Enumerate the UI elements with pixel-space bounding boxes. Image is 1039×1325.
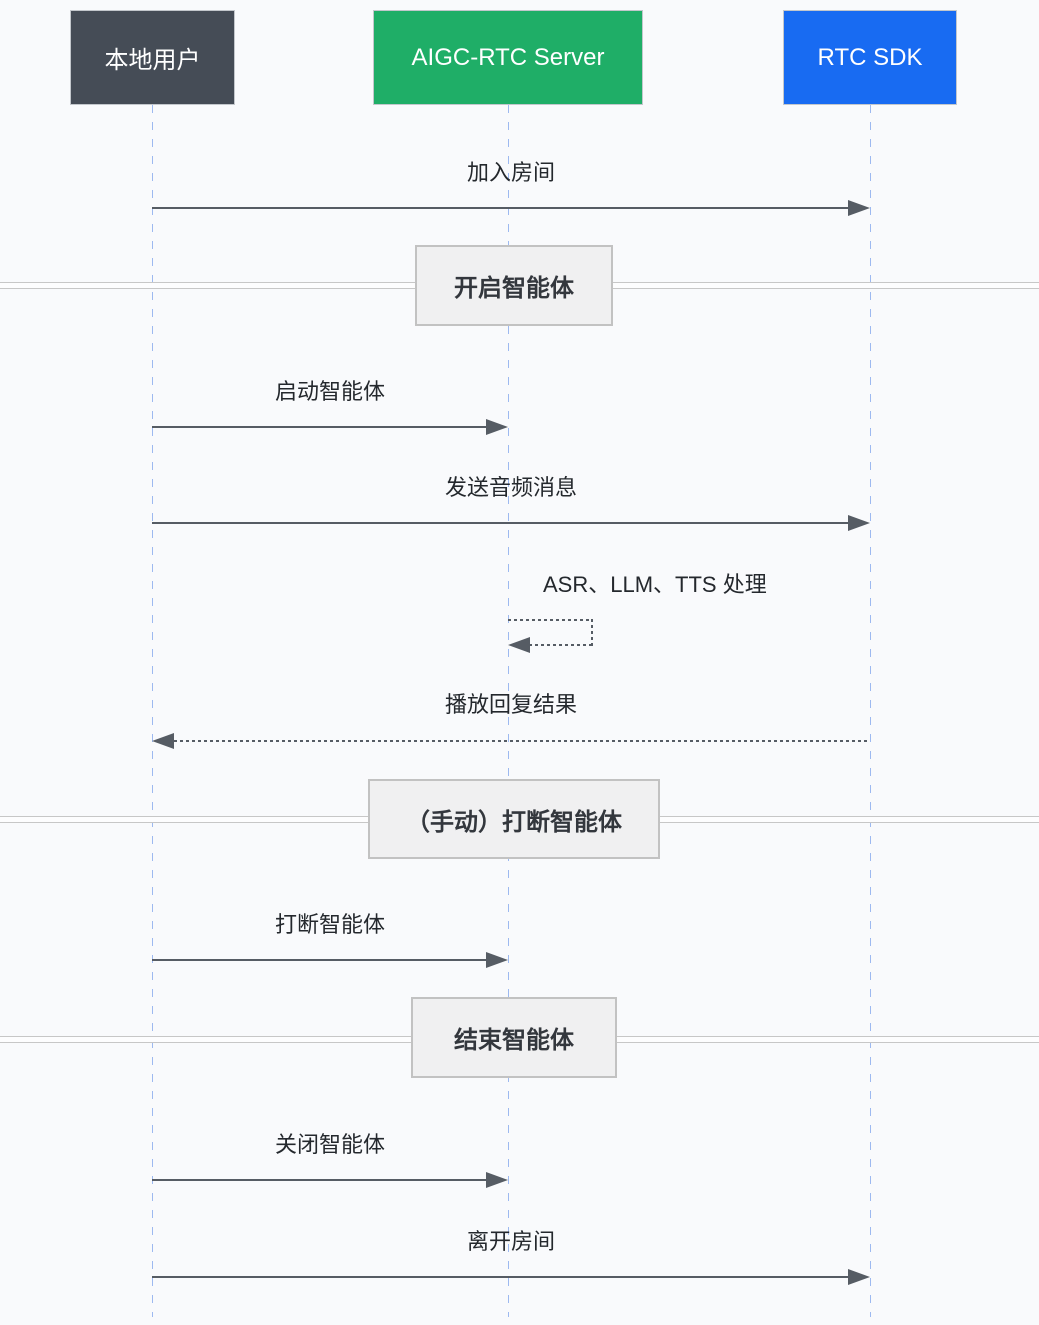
participant-local-user: 本地用户 [70, 10, 235, 105]
divider-interrupt-agent: （手动）打断智能体 [368, 779, 660, 859]
participant-local-user-label: 本地用户 [104, 47, 201, 74]
arrowhead-right-icon [848, 1269, 870, 1285]
self-loop-right-segment [591, 619, 593, 646]
message-label-interrupt-agent: 打断智能体 [274, 912, 385, 937]
participant-rtc-sdk-label: RTC SDK [817, 43, 923, 71]
message-line-join-room [152, 207, 850, 209]
message-line-send-audio [152, 522, 850, 524]
lifeline-aigc-rtc-server [508, 105, 509, 1317]
message-line-interrupt-agent [152, 959, 488, 961]
message-label-start-agent: 启动智能体 [274, 379, 385, 404]
lifeline-rtc-sdk [870, 105, 871, 1317]
message-label-play-reply: 播放回复结果 [444, 692, 577, 717]
message-label-asr-llm-tts: ASR、LLM、TTS 处理 [543, 572, 767, 597]
arrowhead-right-icon [486, 1172, 508, 1188]
participant-aigc-rtc-server: AIGC-RTC Server [373, 10, 643, 105]
message-line-start-agent [152, 426, 488, 428]
arrowhead-right-icon [486, 419, 508, 435]
divider-interrupt-agent-label: （手动）打断智能体 [406, 808, 622, 836]
lifeline-local-user [152, 105, 153, 1317]
self-loop-top-segment [508, 619, 593, 621]
self-loop-bottom-segment [529, 644, 591, 646]
message-line-close-agent [152, 1179, 488, 1181]
message-label-send-audio: 发送音频消息 [444, 475, 577, 500]
message-line-leave-room [152, 1276, 850, 1278]
arrowhead-right-icon [848, 515, 870, 531]
divider-start-agent-label: 开启智能体 [454, 275, 574, 302]
message-label-leave-room: 离开房间 [466, 1229, 555, 1254]
divider-end-agent-label: 结束智能体 [454, 1027, 574, 1054]
arrowhead-right-icon [486, 952, 508, 968]
divider-start-agent: 开启智能体 [415, 245, 613, 326]
arrowhead-right-icon [848, 200, 870, 216]
participant-rtc-sdk: RTC SDK [783, 10, 957, 105]
participant-aigc-rtc-server-label: AIGC-RTC Server [411, 43, 605, 71]
divider-end-agent: 结束智能体 [411, 997, 617, 1078]
message-label-join-room: 加入房间 [466, 160, 555, 185]
message-label-close-agent: 关闭智能体 [274, 1132, 385, 1157]
arrowhead-left-icon [508, 637, 530, 653]
message-line-play-reply [174, 740, 870, 742]
arrowhead-left-icon [152, 733, 174, 749]
